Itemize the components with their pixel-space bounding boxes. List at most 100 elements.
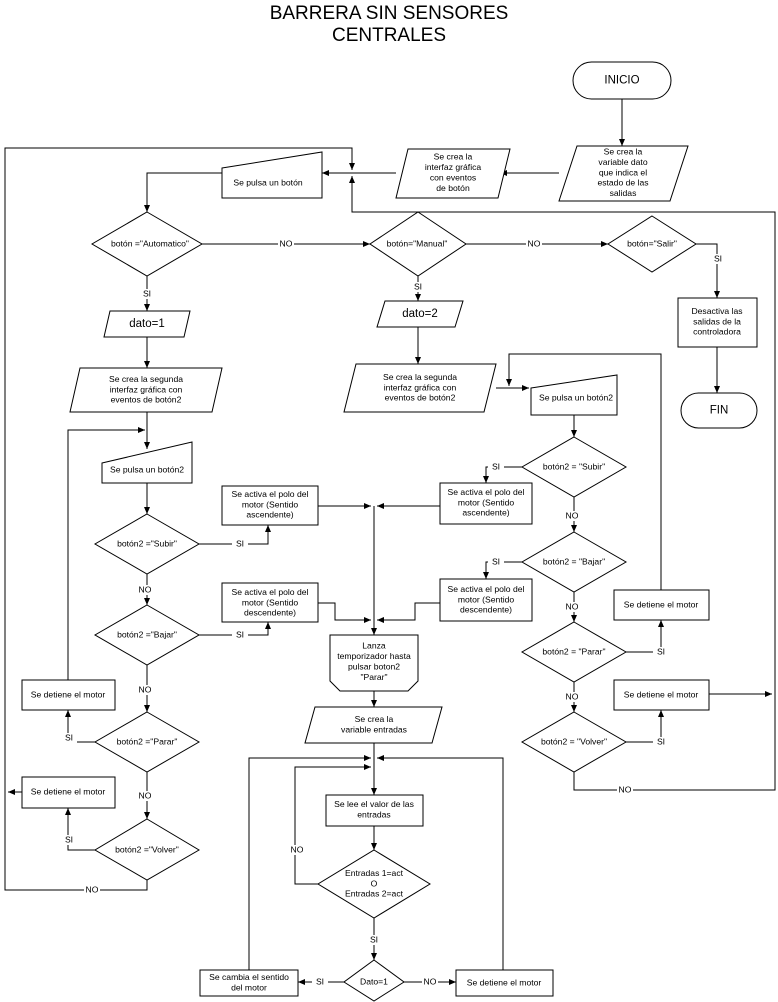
node-text-line: botón2 ="Bajar" [117,629,177,639]
node-text-line: motor (Sentido [458,497,515,507]
edge-label-bg [312,977,328,987]
edge-label-si: SI [492,461,500,471]
edge-label-si: SI [143,288,151,298]
edge-bajar-right-si-to-activa-desc [483,561,522,579]
node-text-line: Se detiene el motor [31,689,106,699]
node-text-line: Se activa el polo del [232,489,309,499]
title-line-1: BARRERA SIN SENSORES [269,3,509,24]
edge-entradas-no-loop [294,764,371,885]
node-dato-dec-shape [343,959,405,1002]
node-text-line: variable entradas [341,724,407,734]
node-text-line: motor (Sentido [242,597,299,607]
node-text-subir-right: botón2 = "Subir" [543,461,605,471]
node-detiene-right1-shape [613,589,710,621]
node-text-dato1: dato=1 [129,318,165,330]
edge-label-bg [139,289,155,299]
node-activa-asc-right-shape [439,482,533,525]
node-fin-shape [680,392,758,429]
edge-label-bg [422,977,438,987]
node-pulsa2-left-shape [101,441,193,484]
node-text-line: botón ="Automatico" [111,238,189,248]
node-text-line: Dato=1 [360,976,388,986]
node-pulsa2-right-shape [530,374,618,416]
node-text-dato-dec: Dato=1 [360,976,388,986]
node-text-line: botón="Salir" [627,238,677,248]
edge-label-bg [278,239,294,249]
node-cambia-sentido-shape [199,969,299,997]
node-var-dato-shape [558,145,689,202]
node-var-entradas-shape [304,706,443,744]
node-text-line: con eventos [430,172,476,182]
node-text-line: Se detiene el motor [624,689,699,699]
node-text-detiene-right1: Se detiene el motor [624,599,699,609]
node-text-line: Se activa el polo del [232,587,309,597]
edge-label-si: SI [236,629,244,639]
node-auto-dec-shape [91,211,203,277]
node-text-line: Se crea la [604,146,643,156]
node-bajar-right-shape [520,531,628,593]
edge-volver-right-no-to-right-return [573,700,776,791]
edge-label-si: SI [316,976,324,986]
node-text-line: Se detiene el motor [624,599,699,609]
edge-label-bg [232,630,248,640]
node-desactiva-shape [677,297,758,348]
node-text-line: interfaz gráfica con [110,384,183,394]
node-text-line: O [371,878,378,888]
node-temporizador-shape [329,634,419,692]
node-text-line: dato=2 [402,308,438,320]
node-detiene-left1-shape [21,679,116,711]
edge-label-no: NO [566,510,579,520]
edge-right-return-top [349,176,776,703]
node-text-detiene-right2: Se detiene el motor [624,689,699,699]
node-pulsa1-shape [221,151,323,199]
node-text-line: Se activa el polo del [448,487,525,497]
node-text-line: motor (Sentido [458,594,515,604]
node-text-line: Se detiene el motor [31,786,106,796]
node-text-pulsa2-left: Se pulsa un botón2 [110,464,184,474]
edge-label-no: NO [139,790,152,800]
node-text-fin: FIN [710,405,729,417]
node-text-detiene-left1: Se detiene el motor [31,689,106,699]
edge-subir-left-si-to-activa-asc [199,525,271,545]
node-volver-left-shape [94,818,200,881]
edge-label-bg [410,282,426,292]
edge-label-si: SI [714,253,722,263]
node-activa-asc-left-shape [221,485,319,526]
edge-label-si: SI [65,834,73,844]
edge-left-return-top [4,147,355,797]
edge-label-bg [137,791,153,801]
edge-activa-desc-right-to-merge [377,602,440,623]
edge-detiene-bottom-to-loop [377,755,504,970]
shapes [21,61,758,1002]
node-bajar-left-shape [93,604,201,666]
node-subir-right-shape [520,436,628,498]
node-detiene-bottom-shape [455,969,554,997]
edge-volver-left-no-to-left-return [4,797,148,891]
node-text-bajar-right: botón2 = "Bajar" [543,556,605,566]
node-text-line: de botón [436,183,470,193]
node-text-line: botón2 ="Subir" [117,538,177,548]
node-text-volver-right: botón2 = "Volver" [541,736,607,746]
node-text-line: dato=1 [129,318,165,330]
node-text-line: ascendente) [246,510,293,520]
edge-label-no: NO [566,601,579,611]
node-text-line: Entradas 1=act [345,868,404,878]
node-text-line: Lanza [362,641,386,651]
edge-subir-right-si-to-activa-asc [483,466,522,483]
node-subir-left-shape [93,513,201,575]
edge-label-bg [526,239,542,249]
node-text-line: temporizador hasta [337,651,411,661]
node-text-line: botón2 = "Bajar" [543,556,605,566]
node-detiene-left2-shape [21,776,116,809]
node-interfaz1-shape [395,148,511,199]
node-text-line: pulsar boton2 [348,661,400,671]
edge-label-bg [137,685,153,695]
edge-label-bg [232,539,248,549]
